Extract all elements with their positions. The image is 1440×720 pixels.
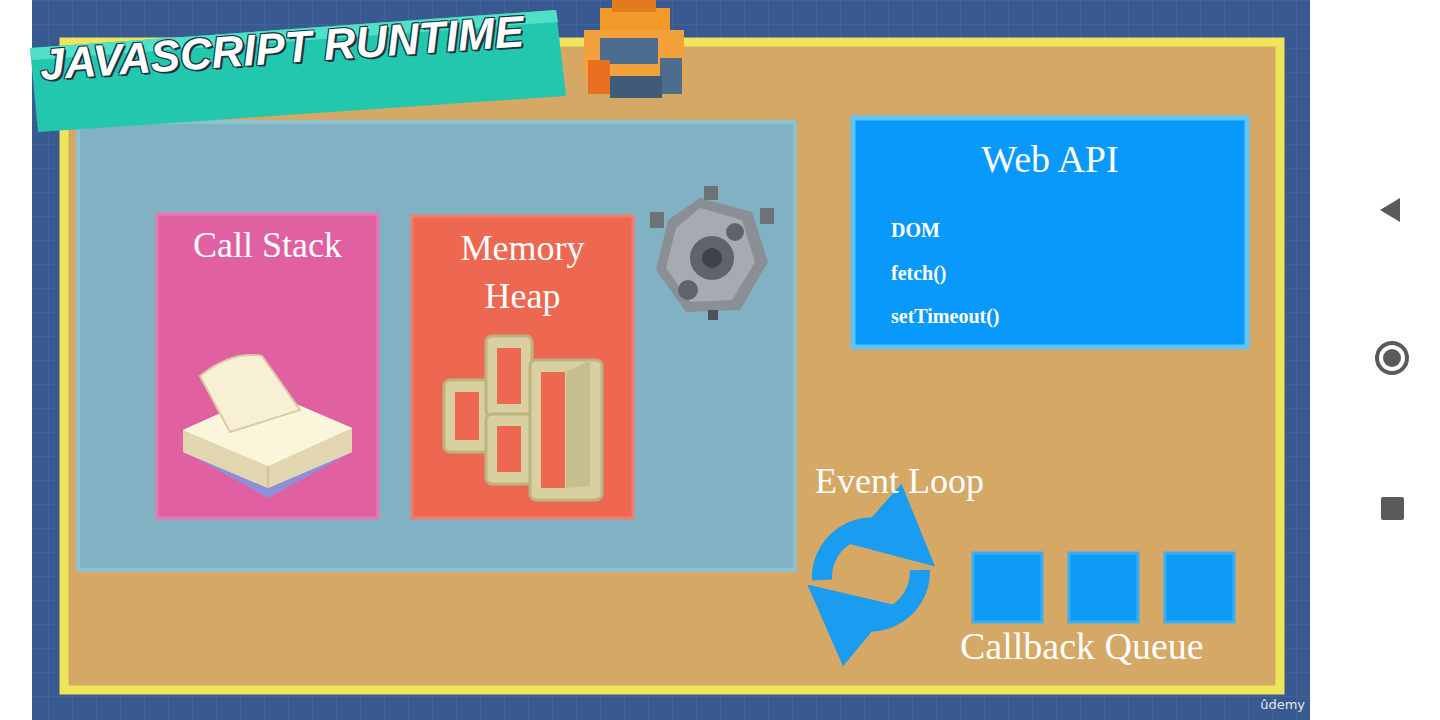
box-heading: Call Stack bbox=[167, 224, 368, 267]
watermark: ûdemy bbox=[1260, 697, 1305, 712]
api-item: fetch() bbox=[891, 261, 1191, 285]
box-heading: Memory Heap bbox=[438, 224, 608, 320]
box-heading: Web API bbox=[870, 136, 1230, 182]
api-item: DOM bbox=[891, 218, 1191, 242]
callback-queue-label: Callback Queue bbox=[960, 624, 1204, 668]
memory-heap-box: Memory Heap bbox=[412, 216, 633, 518]
web-api-box: Web API DOM fetch() setTimeout() bbox=[853, 118, 1247, 347]
call-stack-box: Call Stack bbox=[157, 214, 378, 518]
event-loop-label: Event Loop bbox=[815, 460, 984, 502]
api-item: setTimeout() bbox=[891, 304, 1191, 328]
